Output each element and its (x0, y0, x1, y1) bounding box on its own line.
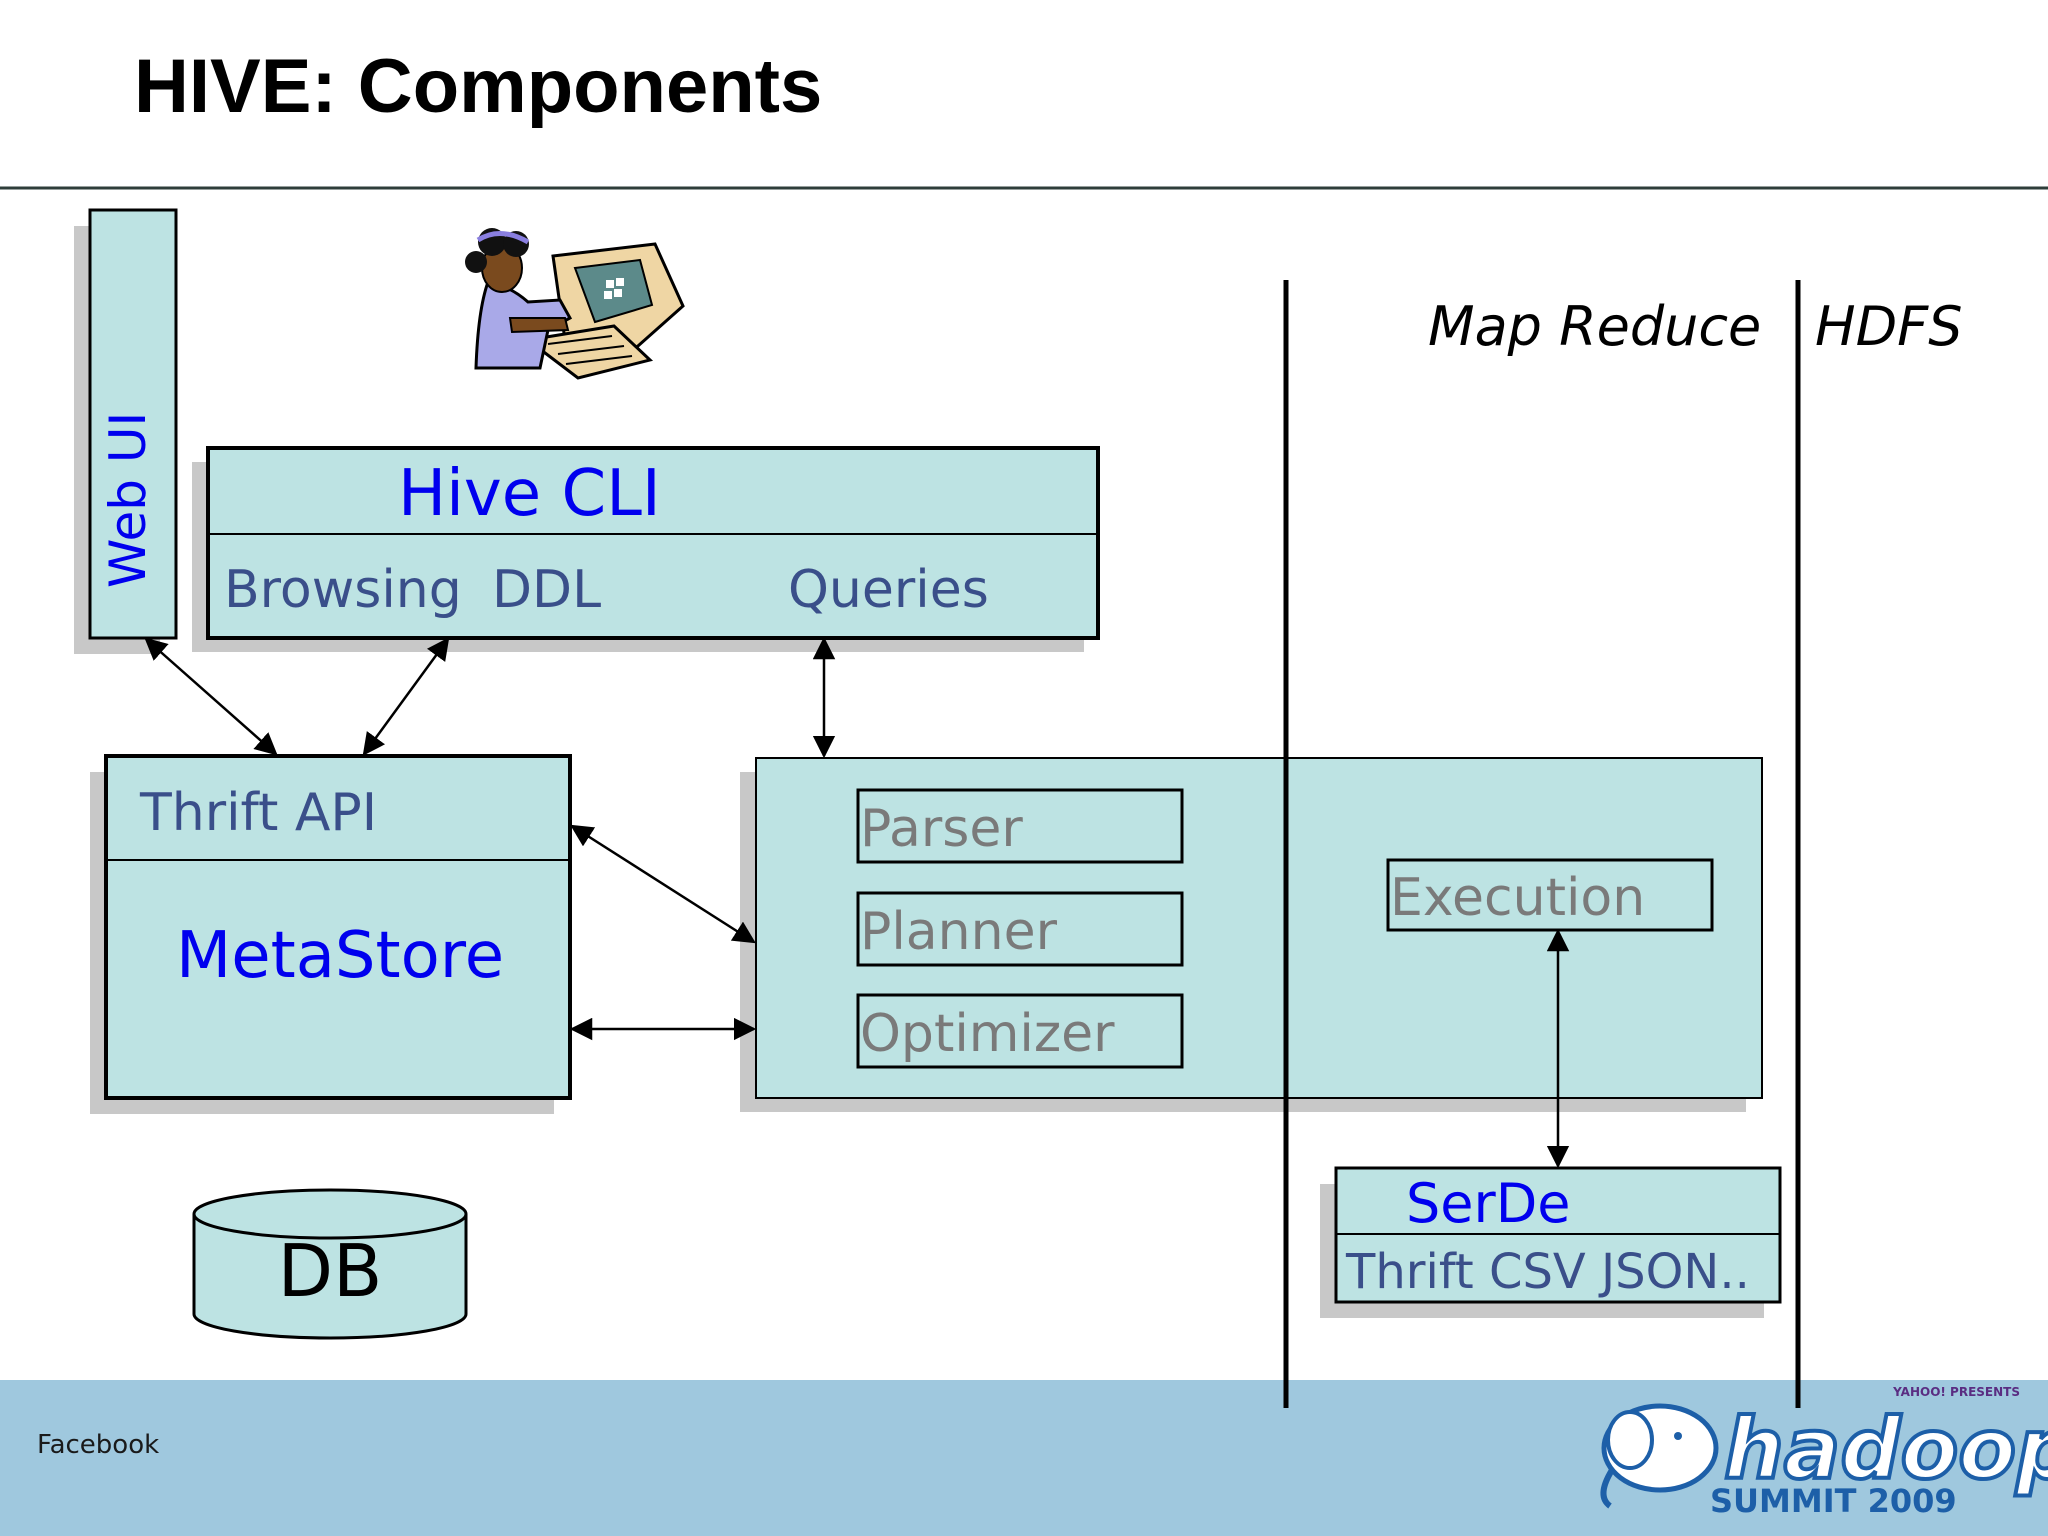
parser-label: Parser (860, 799, 1023, 859)
hive-cli-title: Hive CLI (398, 457, 661, 531)
metastore-title: MetaStore (176, 919, 504, 993)
arrow-thrift-driver (570, 824, 756, 944)
thrift-api-label: Thrift API (139, 783, 377, 843)
elephant-icon (1600, 1403, 1719, 1509)
connector-arrows (144, 636, 1570, 1169)
hdfs-label: HDFS (1815, 295, 1963, 358)
metastore-box: Thrift API MetaStore (90, 754, 572, 1114)
execution-label: Execution (1390, 868, 1645, 928)
footer-left-label: Facebook (37, 1430, 159, 1460)
serde-formats: Thrift CSV JSON.. (1345, 1244, 1750, 1300)
optimizer-box (856, 993, 1184, 1069)
db-cylinder: DB (192, 1188, 468, 1340)
hadoop-summit-logo: YAHOO! PRESENTS hadoop SUMMIT 2009 (1600, 1385, 2048, 1520)
serde-box: SerDe Thrift CSV JSON.. (1320, 1166, 1782, 1318)
planner-label: Planner (860, 902, 1058, 962)
web-ui-box: Web UI (74, 208, 178, 654)
logo-sponsor-text: YAHOO! PRESENTS (1892, 1385, 2020, 1399)
serde-title: SerDe (1406, 1172, 1571, 1235)
execution-box (1386, 858, 1714, 932)
hive-cli-item-ddl: DDL (492, 560, 601, 620)
user-computer-icon (465, 228, 685, 380)
optimizer-label: Optimizer (860, 1004, 1115, 1064)
slide-title: HIVE: Components (134, 44, 822, 129)
arrow-webui-thrift (144, 637, 278, 756)
arrow-cli-thrift (362, 637, 450, 756)
planner-box (856, 891, 1184, 967)
parser-box (856, 788, 1184, 864)
hive-cli-item-queries: Queries (788, 560, 989, 620)
hive-cli-box: Hive CLI Browsing DDL Queries (192, 446, 1100, 652)
logo-name: hadoop (1724, 1400, 2048, 1498)
logo-event: SUMMIT 2009 (1710, 1482, 1957, 1520)
map-reduce-label: Map Reduce (1428, 295, 1761, 358)
db-label: DB (278, 1229, 383, 1313)
compiler-stages: Parser Planner Optimizer (856, 788, 1184, 1069)
web-ui-label: Web UI (99, 412, 157, 588)
hive-cli-item-browsing: Browsing (224, 560, 462, 620)
